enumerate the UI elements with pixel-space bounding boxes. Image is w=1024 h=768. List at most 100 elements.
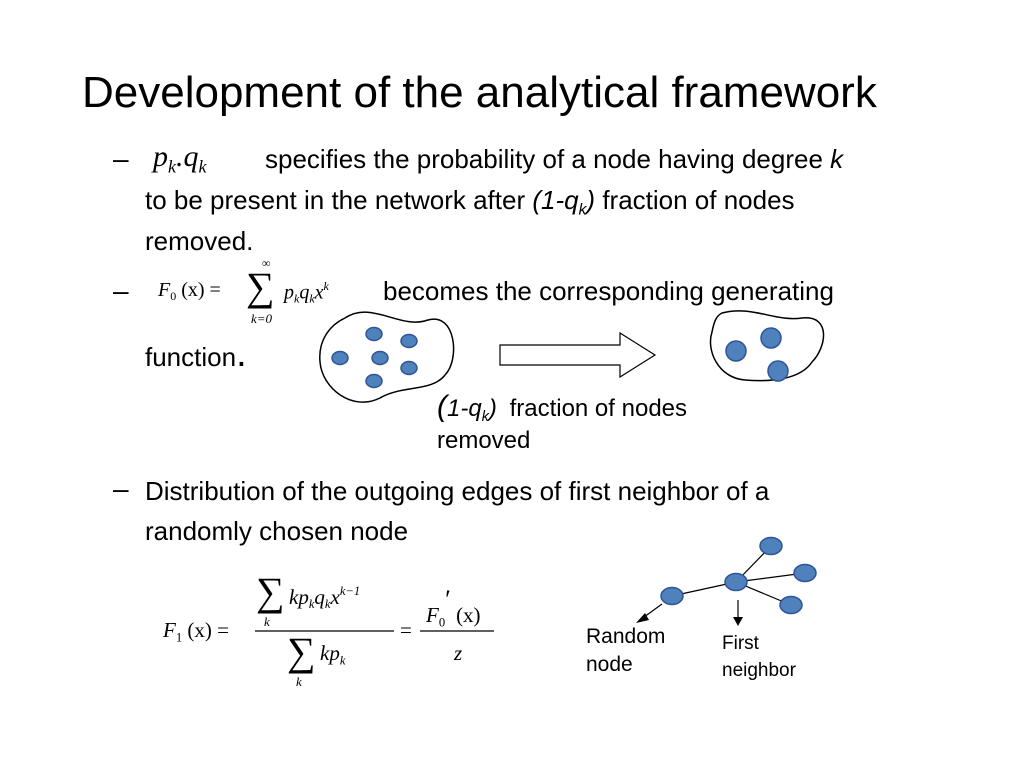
degree-k: k: [830, 144, 844, 174]
sum-lower: k=0: [251, 311, 273, 326]
f1-rhs-num: F0′ (x): [426, 585, 481, 630]
bullet-dash-2: –: [113, 275, 129, 306]
graph-node: [793, 563, 817, 583]
f1-F: F: [163, 618, 176, 642]
f0-formula: F0 (x) =: [158, 279, 221, 304]
node: [725, 340, 747, 362]
network-blob-after: [709, 310, 825, 382]
caption-k: k: [481, 409, 489, 426]
first-label-line1: First: [722, 633, 759, 654]
f0prime-arg: (x): [456, 603, 481, 627]
graph-edge: [735, 572, 806, 583]
sum-upper: ∞: [262, 256, 271, 270]
bullet1-line2-end: fraction of nodes: [602, 185, 795, 215]
one-minus-q: (1-q: [532, 185, 579, 215]
graph-edge: [671, 581, 737, 597]
num-q: q: [314, 584, 325, 609]
f1-numerator: kpkqkxk−1: [289, 584, 360, 612]
bullet3-line1: Distribution of the outgoing edges of fi…: [145, 476, 770, 506]
arrowhead-first: [733, 617, 743, 626]
bullet2-line2: function.: [145, 334, 247, 378]
f1-lhs: F1 (x) =: [163, 618, 229, 645]
graph-edge: [735, 581, 792, 606]
bullet1-line2: to be present in the network after (1-qk…: [145, 180, 795, 230]
f0-arg: (x) =: [181, 279, 221, 301]
graph-node: [779, 595, 803, 615]
graph-node: [759, 536, 783, 556]
f0-x: x: [314, 281, 324, 304]
random-label-line2: node: [586, 653, 633, 676]
bullet1-line2-text: to be present in the network after: [145, 185, 526, 215]
f0prime-prime: ′: [445, 585, 451, 614]
bullet1-line1-text: specifies the probability of a node havi…: [265, 144, 823, 174]
den-sum: ∑: [287, 629, 316, 674]
slide-title: Development of the analytical framework: [82, 68, 877, 117]
removal-caption-line2: removed: [437, 427, 531, 454]
den-sum-sub: k: [296, 674, 302, 689]
first-neighbor-node: [724, 572, 748, 592]
num-pk: k: [308, 597, 315, 612]
num-kp: kp: [289, 584, 309, 609]
caption-one-q: 1-q: [447, 395, 482, 422]
first-label-line2: neighbor: [722, 660, 796, 681]
caption-text: fraction of nodes: [509, 395, 688, 422]
caption-close: ): [488, 395, 497, 422]
bullet3-line2: randomly chosen node: [145, 516, 409, 546]
math-dot: .: [176, 140, 184, 173]
f1-sub: 1: [175, 630, 183, 645]
node: [331, 350, 349, 366]
node: [365, 373, 383, 389]
sum-symbol: ∑: [246, 264, 275, 309]
num-qk: k: [324, 597, 331, 612]
caption-open: (: [437, 390, 447, 423]
node: [400, 360, 418, 376]
node: [365, 326, 383, 342]
node: [371, 350, 389, 366]
f0prime-sub: 0: [438, 615, 446, 630]
math-q: q: [183, 140, 199, 173]
node: [760, 327, 782, 349]
one-minus-q-sub: k: [578, 201, 587, 219]
f0-body: pkqkxk: [284, 279, 329, 307]
graph-edge: [735, 545, 772, 583]
f1-arg: (x) =: [187, 618, 229, 642]
num-x: x: [330, 584, 340, 609]
node: [400, 333, 418, 349]
f0-p: p: [284, 281, 294, 304]
pointer-arrow-random: [639, 603, 663, 621]
pk-qk-formula: pk.qk: [153, 140, 207, 177]
random-node-label: Random node: [586, 623, 665, 679]
den-kp: kp: [320, 641, 340, 665]
bullet-dash-1: –: [113, 143, 129, 174]
bullet2-text: becomes the corresponding generating: [383, 276, 834, 306]
math-p: p: [153, 140, 168, 173]
math-k-sub: k: [168, 156, 176, 177]
bullet-dash-3: –: [113, 473, 129, 504]
bullet2-period: .: [236, 333, 247, 375]
f0prime-F: F: [426, 603, 439, 627]
f0-F: F: [158, 279, 171, 301]
arrowhead-random: [636, 613, 649, 623]
f0-sub: 0: [170, 289, 177, 304]
node: [767, 360, 789, 382]
num-sum: ∑: [256, 569, 285, 614]
bullet1-line3: removed.: [145, 226, 254, 256]
one-minus-q-close: ): [586, 185, 596, 215]
arrow-right-icon: [499, 331, 657, 379]
num-sum-sub: k: [264, 614, 270, 629]
f0-exp: k: [323, 279, 329, 293]
f1-equals: =: [400, 618, 412, 642]
random-node: [660, 586, 684, 606]
removal-caption: (1-qk) fraction of nodes: [437, 390, 687, 434]
random-label-line1: Random: [586, 625, 666, 648]
f1-denominator: kpk: [320, 641, 345, 668]
first-neighbor-label: First neighbor: [722, 630, 796, 684]
f0-qk: k: [309, 291, 315, 306]
den-pk: k: [339, 653, 346, 668]
network-blob-before: [319, 311, 455, 403]
f0-pk: k: [294, 291, 300, 306]
num-exp: k−1: [339, 584, 361, 598]
bullet2-function: function: [145, 342, 237, 372]
bullet1-line1: specifies the probability of a node havi…: [265, 139, 843, 180]
math-k-sub-2: k: [198, 156, 207, 177]
